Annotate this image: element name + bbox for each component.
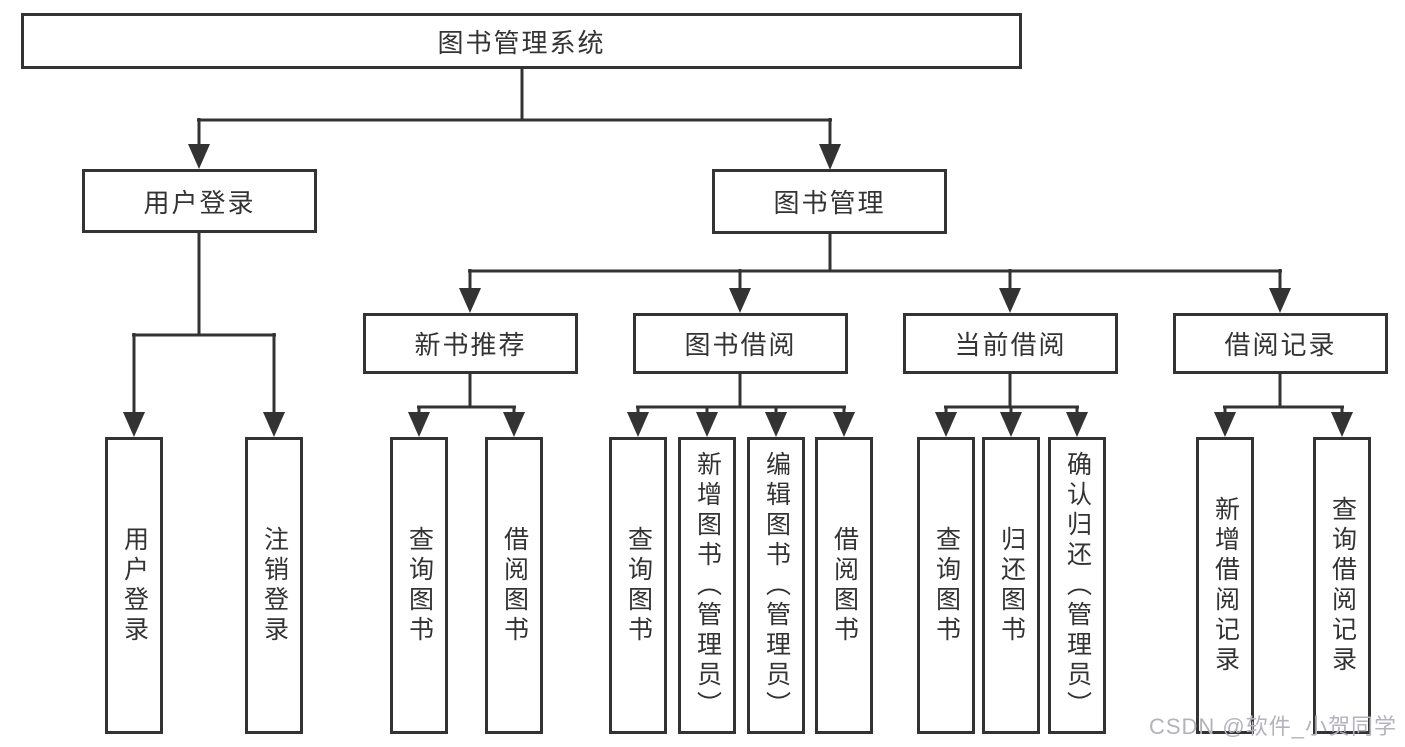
- leaf-logout: 注销登录: [245, 437, 303, 734]
- leaf-query-books-3-label: 查询图书: [932, 525, 961, 646]
- leaf-query-borrow-record: 查询借阅记录: [1313, 437, 1371, 734]
- leaf-user-login: 用户登录: [105, 437, 163, 734]
- leaf-query-borrow-record-label: 查询借阅记录: [1328, 495, 1357, 676]
- leaf-confirm-return-admin-label: 确认归还（管理员）: [1063, 450, 1092, 721]
- leaf-borrow-books-2-label: 借阅图书: [830, 525, 859, 646]
- leaf-add-books-admin: 新增图书（管理员）: [678, 437, 736, 734]
- leaf-query-books-1-label: 查询图书: [405, 525, 434, 646]
- node-user-login: 用户登录: [82, 169, 317, 233]
- node-current-borrowing-label: 当前借阅: [954, 330, 1067, 360]
- leaf-add-borrow-record-label: 新增借阅记录: [1211, 495, 1240, 676]
- node-borrowing-records-label: 借阅记录: [1224, 330, 1337, 360]
- leaf-borrow-books-1-label: 借阅图书: [500, 525, 529, 646]
- leaf-query-books-2: 查询图书: [609, 437, 667, 734]
- node-book-borrowing-label: 图书借阅: [684, 330, 797, 360]
- node-book-borrowing: 图书借阅: [633, 313, 848, 374]
- node-new-book-recommend: 新书推荐: [363, 313, 578, 374]
- node-new-book-recommend-label: 新书推荐: [414, 330, 527, 360]
- leaf-user-login-label: 用户登录: [120, 525, 149, 646]
- leaf-query-books-2-label: 查询图书: [624, 525, 653, 646]
- leaf-return-books-label: 归还图书: [997, 525, 1026, 646]
- leaf-confirm-return-admin: 确认归还（管理员）: [1048, 437, 1106, 734]
- leaf-add-books-admin-label: 新增图书（管理员）: [693, 450, 722, 721]
- leaf-edit-books-admin: 编辑图书（管理员）: [747, 437, 805, 734]
- leaf-return-books: 归还图书: [982, 437, 1040, 734]
- leaf-borrow-books-1: 借阅图书: [485, 437, 543, 734]
- arrowhead-icons: [123, 144, 1353, 437]
- leaf-logout-label: 注销登录: [260, 525, 289, 646]
- watermark: CSDN @软件_小贺同学: [1148, 714, 1397, 739]
- leaf-query-books-1: 查询图书: [390, 437, 448, 734]
- node-root-system: 图书管理系统: [21, 13, 1022, 69]
- node-borrowing-records: 借阅记录: [1173, 313, 1388, 374]
- leaf-borrow-books-2: 借阅图书: [815, 437, 873, 734]
- node-current-borrowing: 当前借阅: [903, 313, 1118, 374]
- node-root-label: 图书管理系统: [437, 27, 606, 58]
- leaf-query-books-3: 查询图书: [917, 437, 975, 734]
- leaf-edit-books-admin-label: 编辑图书（管理员）: [762, 450, 791, 721]
- leaf-add-borrow-record: 新增借阅记录: [1196, 437, 1254, 734]
- node-book-management: 图书管理: [712, 169, 947, 234]
- node-user-login-label: 用户登录: [143, 187, 256, 218]
- node-book-management-label: 图书管理: [773, 188, 886, 218]
